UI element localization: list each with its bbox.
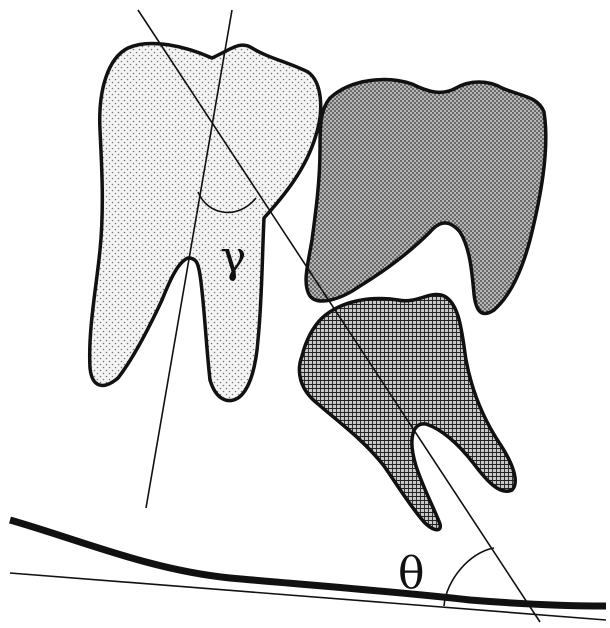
tooth-left <box>90 43 321 400</box>
tooth-lower-right <box>299 294 515 529</box>
gamma-label: γ <box>220 232 246 283</box>
theta-label: θ <box>398 548 425 599</box>
tooth-upper-right <box>306 80 546 314</box>
jaw-contour-line <box>10 520 606 606</box>
reference-baseline <box>10 573 606 620</box>
